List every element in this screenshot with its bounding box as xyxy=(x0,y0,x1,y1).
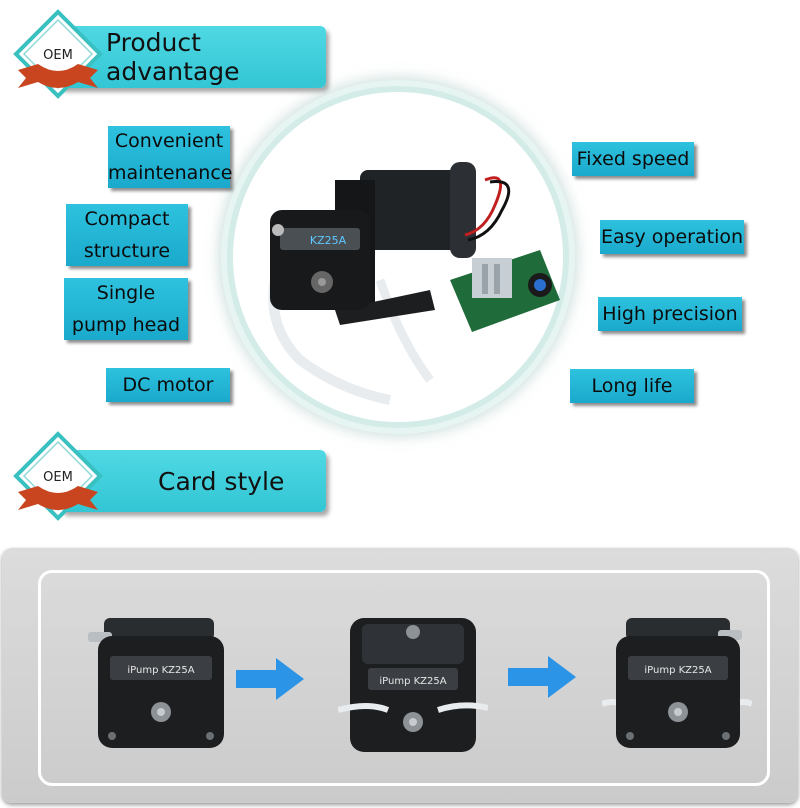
right-arrow-icon xyxy=(508,656,576,698)
peristaltic-pump-image: KZ25A xyxy=(268,162,560,405)
feature-line: Convenient xyxy=(114,130,224,152)
oem-badge-icon: OEM xyxy=(13,431,103,521)
card-style-frame xyxy=(38,570,770,786)
feature-long-life: Long life xyxy=(570,369,694,403)
feature-dc-motor: DC motor xyxy=(106,368,230,402)
feature-line: Long life xyxy=(591,375,673,397)
feature-line: Easy operation xyxy=(600,226,744,248)
card-model-label: iPump KZ25A xyxy=(379,676,446,687)
pump-head-image: iPump KZ25A xyxy=(88,618,224,748)
card-style-panel: iPump KZ25A iPump KZ25A iPump KZ25A xyxy=(2,548,798,803)
feature-line: DC motor xyxy=(122,374,214,396)
oem-badge-text: OEM xyxy=(43,470,73,485)
feature-easy-operation: Easy operation xyxy=(600,220,744,254)
feature-compact-structure: Compact structure xyxy=(66,204,188,266)
feature-line: structure xyxy=(83,240,171,262)
card-style-banner: Card style xyxy=(60,450,326,512)
feature-line: Compact xyxy=(84,208,170,230)
feature-line: pump head xyxy=(71,314,181,336)
oem-badge-text: OEM xyxy=(43,48,73,63)
oem-badge-icon: OEM xyxy=(13,9,103,99)
feature-high-precision: High precision xyxy=(598,297,742,331)
feature-fixed-speed: Fixed speed xyxy=(572,142,694,176)
card-model-label: iPump KZ25A xyxy=(127,665,194,676)
feature-convenient-maintenance: Convenient maintenance xyxy=(108,126,233,188)
pump-head-image: iPump KZ25A xyxy=(338,618,488,752)
feature-line: maintenance xyxy=(108,162,233,184)
right-arrow-icon xyxy=(236,658,304,700)
feature-line: High precision xyxy=(602,303,738,325)
card-style-title: Card style xyxy=(158,466,285,496)
feature-line: Single xyxy=(96,282,156,304)
pump-head-image: iPump KZ25A xyxy=(602,618,752,748)
card-model-label: iPump KZ25A xyxy=(644,665,711,676)
feature-line: Fixed speed xyxy=(576,148,690,170)
feature-single-pump-head: Single pump head xyxy=(64,278,188,340)
pump-model-label: KZ25A xyxy=(310,234,347,247)
product-advantage-title: Product advantage xyxy=(106,28,240,86)
product-advantage-banner: Product advantage xyxy=(58,26,326,88)
